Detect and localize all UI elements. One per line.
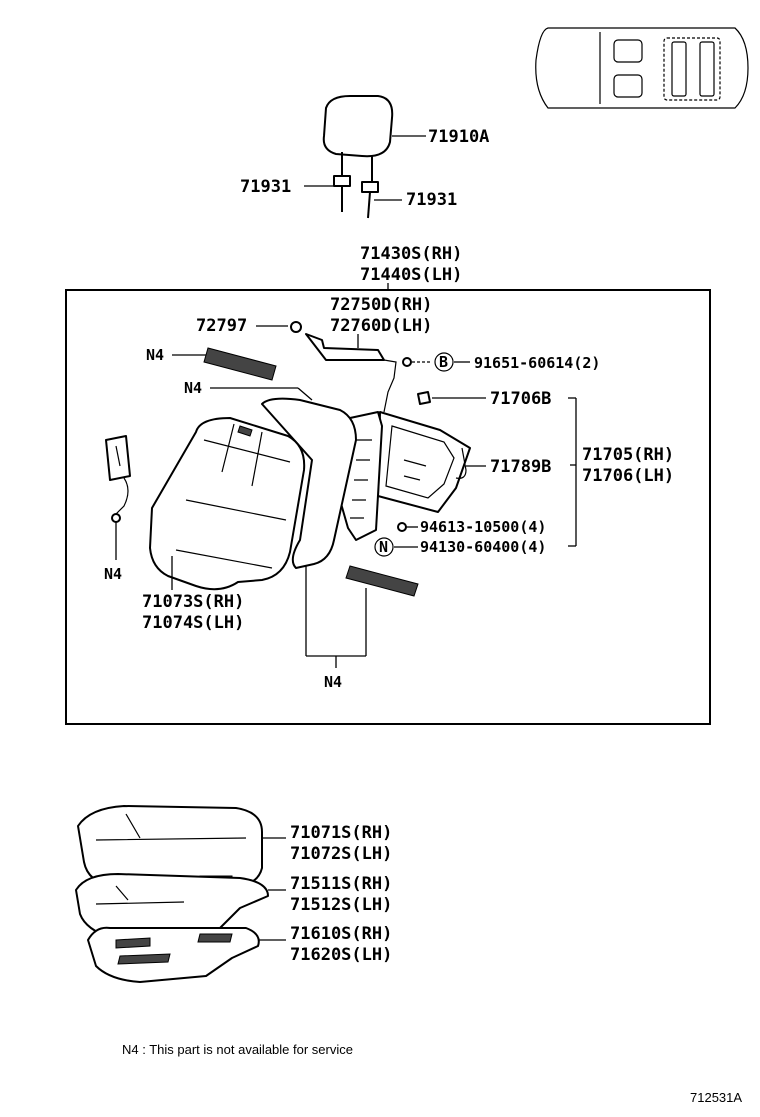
n4-pad-top: N4	[146, 346, 277, 381]
drawing-number: 712531A	[690, 1090, 742, 1105]
callout-71610s: 71610S(RH)	[290, 924, 392, 944]
callout-94613-10500: 94613-10500(4)	[420, 518, 546, 536]
callout-71511s: 71511S(RH)	[290, 874, 392, 894]
bolt-b-callout: B 91651-60614(2)	[402, 352, 600, 372]
callout-91651-60614: 91651-60614(2)	[474, 354, 600, 372]
callout-71440s: 71440S(LH)	[360, 265, 462, 285]
callout-71512s: 71512S(LH)	[290, 895, 392, 915]
nut-n-symbol: N	[379, 538, 388, 556]
callout-n4-bottom: N4	[324, 673, 342, 691]
callout-72750d: 72750D(RH)	[330, 295, 432, 315]
headrest-support-callouts: 71931 71931	[240, 177, 457, 210]
callout-71789b: 71789B	[490, 457, 551, 477]
nut-callouts: 94613-10500(4) N 94130-60400(4)	[374, 518, 576, 557]
vehicle-location-icon	[535, 27, 749, 109]
bolt-b-symbol: B	[439, 353, 448, 371]
n4-pad-bottom: N4	[305, 565, 419, 691]
headrest-illustration	[322, 95, 394, 219]
hinge-cover-callout: 71706B	[417, 389, 577, 546]
callout-71910a: 71910A	[428, 127, 489, 147]
footnote-n4: N4 : This part is not available for serv…	[122, 1042, 353, 1057]
headrest-callout: 71910A	[392, 127, 489, 147]
callout-n4-top: N4	[146, 346, 164, 364]
callout-72797: 72797	[196, 316, 247, 336]
callout-71931-right: 71931	[406, 190, 457, 210]
seatback-cover-illustration	[149, 397, 357, 591]
callout-71931-left: 71931	[240, 177, 291, 197]
seat-cushion-frame-illustration	[87, 926, 260, 983]
callout-71705: 71705(RH)	[582, 445, 674, 465]
callout-n4-left: N4	[104, 565, 122, 583]
callout-71073s: 71073S(RH)	[142, 592, 244, 612]
callout-71430s: 71430S(RH)	[360, 244, 462, 264]
callout-n4-mid: N4	[184, 379, 202, 397]
seatback-assembly-frame	[65, 289, 711, 725]
callout-71072s: 71072S(LH)	[290, 844, 392, 864]
callout-94130-60400: 94130-60400(4)	[420, 538, 546, 556]
callout-72760d: 72760D(LH)	[330, 316, 432, 336]
callout-71706b: 71706B	[490, 389, 551, 409]
lock-illustration	[290, 321, 397, 413]
callout-71620s: 71620S(LH)	[290, 945, 392, 965]
n4-left-bracket: N4	[104, 435, 131, 583]
callout-71074s: 71074S(LH)	[142, 613, 244, 633]
callout-71071s: 71071S(RH)	[290, 823, 392, 843]
callout-71706: 71706(LH)	[582, 466, 674, 486]
